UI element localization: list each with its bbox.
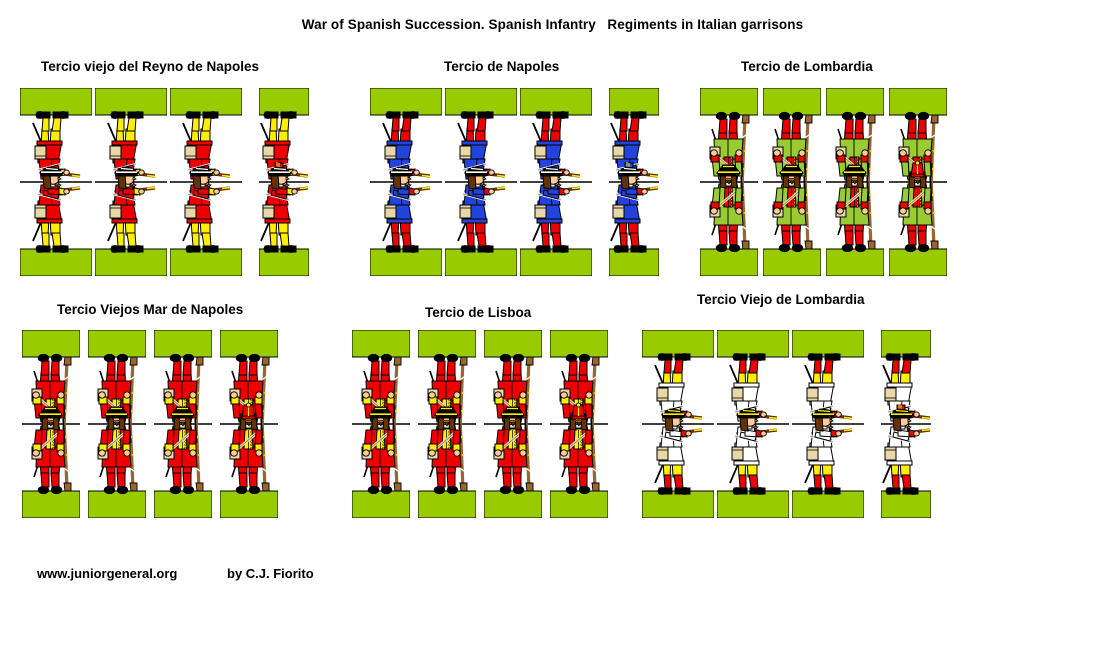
soldier-fold-card (445, 88, 517, 276)
soldier-figure-upright (97, 406, 138, 495)
soldier-fold-card (881, 330, 931, 518)
soldier-figure-upright (107, 166, 156, 253)
regiment-figures-tercio-de-napoles (370, 88, 659, 276)
soldier-fold-card (792, 330, 864, 518)
regiment-title-tercio-de-lisboa: Tercio de Lisboa (425, 305, 532, 320)
soldier-figure-upright (804, 408, 853, 495)
soldier-figure-upright (882, 404, 931, 495)
soldier-fold-card (22, 330, 80, 518)
soldier-figure-upright (729, 408, 778, 495)
soldier-figure-upright (654, 408, 703, 495)
soldier-figure-upright (31, 406, 72, 495)
regiment-title-tercio-de-lombardia: Tercio de Lombardia (741, 59, 873, 74)
soldier-fold-card (642, 330, 714, 518)
soldier-fold-card (717, 330, 789, 518)
regiment-title-tercio-viejo-de-lombardia: Tercio Viejo de Lombardia (697, 292, 865, 307)
regiment-title-tercio-de-napoles: Tercio de Napoles (444, 59, 560, 74)
soldier-fold-card (352, 330, 410, 518)
soldier-figure-upright (427, 406, 468, 495)
soldier-fold-card (259, 88, 309, 276)
soldier-figure-upright (361, 406, 402, 495)
soldier-figure-mirrored (382, 111, 431, 198)
soldier-figure-upright (559, 402, 600, 495)
soldier-figure-upright (772, 164, 813, 253)
soldier-figure-upright (835, 164, 876, 253)
soldier-fold-card (20, 88, 92, 276)
regiment-title-tercio-viejos-mar-de-napoles: Tercio Viejos Mar de Napoles (57, 302, 244, 317)
soldier-figure-upright (532, 166, 581, 253)
soldier-figure-mirrored (729, 353, 778, 440)
soldier-figure-upright (457, 166, 506, 253)
regiment-figures-tercio-viejo-de-lombardia (642, 330, 931, 518)
soldier-fold-card (154, 330, 212, 518)
soldier-fold-card (520, 88, 592, 276)
regiment-figures-tercio-de-lisboa (352, 330, 608, 518)
soldier-fold-card (609, 88, 659, 276)
soldier-figure-mirrored (654, 353, 703, 440)
regiment-figures-tercio-viejo-reyno-napoles (20, 88, 309, 276)
soldier-figure-upright (32, 166, 81, 253)
soldier-figure-mirrored (107, 111, 156, 198)
soldier-fold-card (95, 88, 167, 276)
regiment-title-tercio-viejo-reyno-napoles: Tercio viejo del Reyno de Napoles (41, 59, 260, 74)
soldier-figure-upright (493, 406, 534, 495)
soldier-fold-card (826, 88, 884, 276)
soldier-figure-mirrored (532, 111, 581, 198)
soldier-fold-card (88, 330, 146, 518)
soldier-figure-upright (382, 166, 431, 253)
regiment-figures-tercio-de-lombardia (700, 88, 947, 276)
soldier-fold-card (550, 330, 608, 518)
soldier-figure-mirrored (457, 111, 506, 198)
soldier-figure-upright (610, 162, 659, 253)
soldier-figure-mirrored (804, 353, 853, 440)
soldier-figure-upright (229, 402, 270, 495)
soldier-fold-card (763, 88, 821, 276)
soldier-figure-mirrored (32, 111, 81, 198)
soldier-fold-card (700, 88, 758, 276)
credit-website: www.juniorgeneral.org (37, 566, 178, 581)
regiment-figures-tercio-viejos-mar-de-napoles (22, 330, 278, 518)
soldier-figure-mirrored (182, 111, 231, 198)
soldier-fold-card (484, 330, 542, 518)
soldier-figure-upright (709, 164, 750, 253)
soldier-figure-upright (898, 160, 939, 253)
soldier-fold-card (370, 88, 442, 276)
credit-author: by C.J. Fiorito (227, 566, 314, 581)
soldier-fold-card (220, 330, 278, 518)
soldier-figure-upright (182, 166, 231, 253)
page-title: War of Spanish Succession. Spanish Infan… (301, 17, 804, 32)
soldier-fold-card (889, 88, 947, 276)
soldier-figure-upright (260, 162, 309, 253)
soldier-figure-upright (163, 406, 204, 495)
soldier-fold-card (170, 88, 242, 276)
soldier-fold-card (418, 330, 476, 518)
